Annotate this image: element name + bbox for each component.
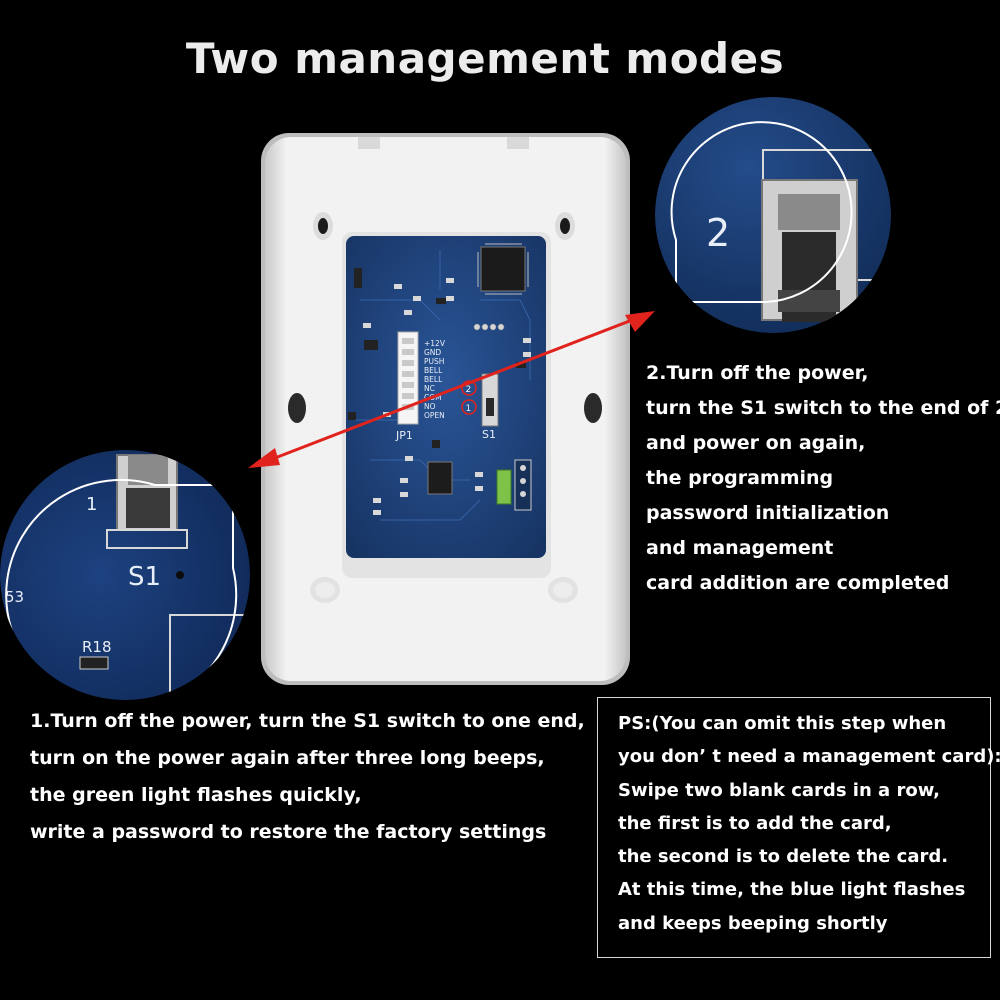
pin-label: +12V [424, 339, 446, 348]
jp1-label: JP1 [395, 429, 413, 442]
step-2-line: card addition are completed [646, 572, 950, 594]
pin-label: GND [424, 348, 441, 357]
ps-line: PS:(You can omit this step when [618, 713, 947, 734]
step-1-line: turn on the power again after three long… [30, 747, 545, 769]
circuit-board: +12V GND PUSH BELL BELL NC COM NO OPEN J… [346, 236, 546, 558]
ps-line: Swipe two blank cards in a row, [618, 779, 941, 801]
step-1-line: the green light flashes quickly, [30, 784, 362, 806]
switch-position-2: 2 [466, 385, 472, 395]
pin-label: BELL [424, 366, 443, 375]
switch-position-1: 1 [466, 404, 472, 414]
s1-switch-label: S1 [482, 428, 496, 441]
step-2-line: the programming [646, 467, 834, 489]
zoom-ref-label: 53 [5, 588, 24, 606]
step-2-line: and management [646, 537, 834, 559]
zoom-detail-position-2: 2 [655, 97, 891, 333]
zoom-ref-label: R18 [82, 638, 112, 656]
step-1-text: 1.Turn off the power, turn the S1 switch… [30, 703, 585, 851]
ps-line: the first is to add the card, [618, 812, 892, 834]
step-2-line: password initialization [646, 502, 890, 524]
zoom-switch-label: S1 [128, 562, 161, 592]
ps-line: you don’ t need a management card): [618, 746, 1000, 768]
pin-label: OPEN [424, 411, 445, 420]
zoom-number-label: 1 [86, 494, 97, 515]
step-2-text: 2.Turn off the power, turn the S1 switch… [646, 356, 1000, 601]
page-title: Two management modes [185, 34, 785, 83]
pin-label: NO [424, 402, 436, 411]
step-2-line: turn the S1 switch to the end of 2, [646, 397, 1000, 419]
ps-line: the second is to delete the card. [618, 846, 949, 868]
pin-label: BELL [424, 375, 443, 384]
step-2-line: 2.Turn off the power, [646, 362, 869, 384]
ps-line: At this time, the blue light flashes [618, 879, 966, 901]
pin-label: NC [424, 384, 435, 393]
zoom-detail-switch-s1: 1 S1 53 R18 [0, 450, 250, 700]
step-2-line: and power on again, [646, 432, 866, 454]
ps-note-box: PS:(You can omit this step when you don’… [597, 697, 1000, 958]
step-1-line: write a password to restore the factory … [30, 821, 547, 843]
zoom-position-label: 2 [706, 211, 730, 255]
ps-line: and keeps beeping shortly [618, 912, 888, 934]
pin-label: PUSH [424, 357, 444, 366]
red-double-arrow [248, 311, 655, 468]
step-1-line: 1.Turn off the power, turn the S1 switch… [30, 710, 585, 732]
